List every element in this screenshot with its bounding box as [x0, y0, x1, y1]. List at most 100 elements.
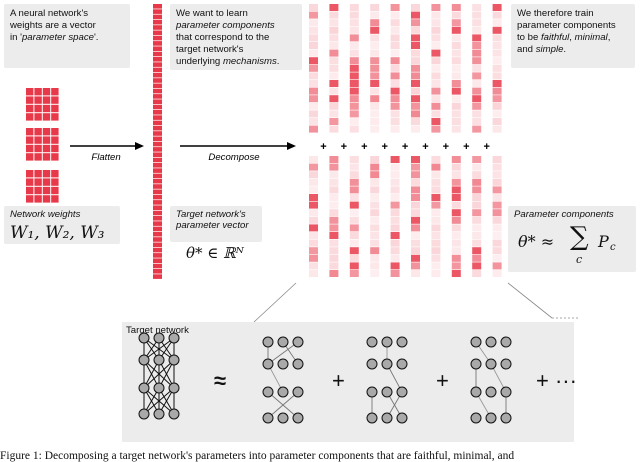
network-node	[262, 358, 274, 370]
component-cell	[390, 186, 400, 194]
component-cell	[472, 178, 482, 186]
plus-sign: +	[381, 141, 387, 153]
component-cell	[370, 247, 380, 255]
component-cell	[472, 232, 482, 239]
component-cell	[492, 156, 502, 163]
network-node	[381, 412, 393, 424]
vector-cell	[153, 163, 162, 168]
component-cell	[451, 95, 461, 103]
vector-cell	[153, 173, 162, 179]
component-cell	[472, 171, 482, 179]
component-cell	[472, 201, 482, 209]
component-cell	[349, 125, 359, 133]
component-cell	[329, 125, 339, 133]
component-cell	[431, 26, 441, 34]
component-cell	[349, 194, 359, 201]
network-node	[153, 408, 165, 420]
weight-cell	[26, 88, 34, 96]
component-cell	[451, 19, 461, 27]
component-cell	[370, 102, 380, 110]
component-cell	[309, 110, 318, 118]
component-cell	[451, 171, 461, 179]
vector-cell	[153, 157, 162, 163]
component-cell	[472, 80, 482, 87]
component-cell	[370, 42, 380, 49]
target-vector-caption-2: parameter vector	[176, 220, 249, 231]
component-cell	[411, 163, 420, 171]
vector-cell	[153, 99, 162, 104]
note-line: parameter components	[176, 20, 296, 32]
network-node	[277, 412, 289, 424]
component-cell	[492, 49, 502, 57]
component-cell	[349, 11, 359, 19]
component-cell	[411, 57, 420, 65]
component-cell	[309, 186, 318, 194]
component-cell	[309, 209, 318, 217]
component-cell	[370, 72, 380, 80]
component-cell	[472, 95, 482, 103]
component-cell	[329, 262, 339, 270]
component-cell	[349, 72, 359, 80]
note-text: to be	[517, 32, 542, 43]
component-cell	[390, 72, 400, 80]
network-node	[262, 412, 274, 424]
weight-cell	[34, 113, 42, 121]
component-cell	[349, 156, 359, 163]
network-node	[292, 358, 304, 370]
component-cell	[492, 102, 502, 110]
vector-cell	[153, 51, 162, 57]
component-cell	[411, 209, 420, 217]
component-cell	[329, 156, 339, 163]
component-cell	[329, 201, 339, 209]
component-cell	[390, 156, 400, 163]
component-cell	[370, 57, 380, 65]
component-cell	[329, 26, 339, 34]
component-cell	[349, 201, 359, 209]
component-cell	[492, 216, 502, 224]
component-cell	[390, 216, 400, 224]
weight-cell	[51, 96, 59, 104]
component-cell	[349, 57, 359, 65]
component-cell	[451, 102, 461, 110]
vector-cell	[153, 194, 162, 200]
weight-cell	[34, 178, 42, 186]
component-cell	[492, 95, 502, 103]
note-line: target network's	[176, 44, 244, 55]
component-cell	[309, 64, 318, 72]
component-cell	[411, 171, 420, 179]
component-cell	[411, 80, 420, 87]
network-node	[277, 336, 289, 348]
component-cell	[370, 49, 380, 57]
component-cell	[370, 171, 380, 179]
component-cell	[431, 216, 441, 224]
plus-sign: +	[341, 141, 347, 153]
component-cell	[492, 163, 502, 171]
plus-sign: +	[361, 141, 367, 153]
note-text-italic: simple	[535, 44, 564, 55]
zoom-line-left	[253, 282, 297, 323]
network-node	[292, 336, 304, 348]
vector-cell	[153, 94, 162, 99]
component-cell	[472, 102, 482, 110]
network-node	[485, 386, 497, 398]
target-vector-box: Target network's parameter vector	[170, 206, 262, 242]
component-cell	[492, 87, 502, 95]
network-node	[470, 412, 482, 424]
vector-cell	[153, 216, 162, 221]
component-cell	[431, 80, 441, 87]
component-cell	[349, 163, 359, 171]
component-cell	[431, 11, 441, 19]
component-cell	[370, 34, 380, 42]
component-cell	[349, 270, 359, 277]
component-cell	[411, 156, 420, 163]
component-cell	[329, 216, 339, 224]
component-cell	[411, 95, 420, 103]
component-cell	[431, 125, 441, 133]
component-cell	[472, 42, 482, 49]
weight-cell	[34, 104, 42, 113]
network-node	[381, 336, 393, 348]
component-cell	[390, 209, 400, 217]
component-cell	[411, 118, 420, 125]
network-node	[262, 336, 274, 348]
